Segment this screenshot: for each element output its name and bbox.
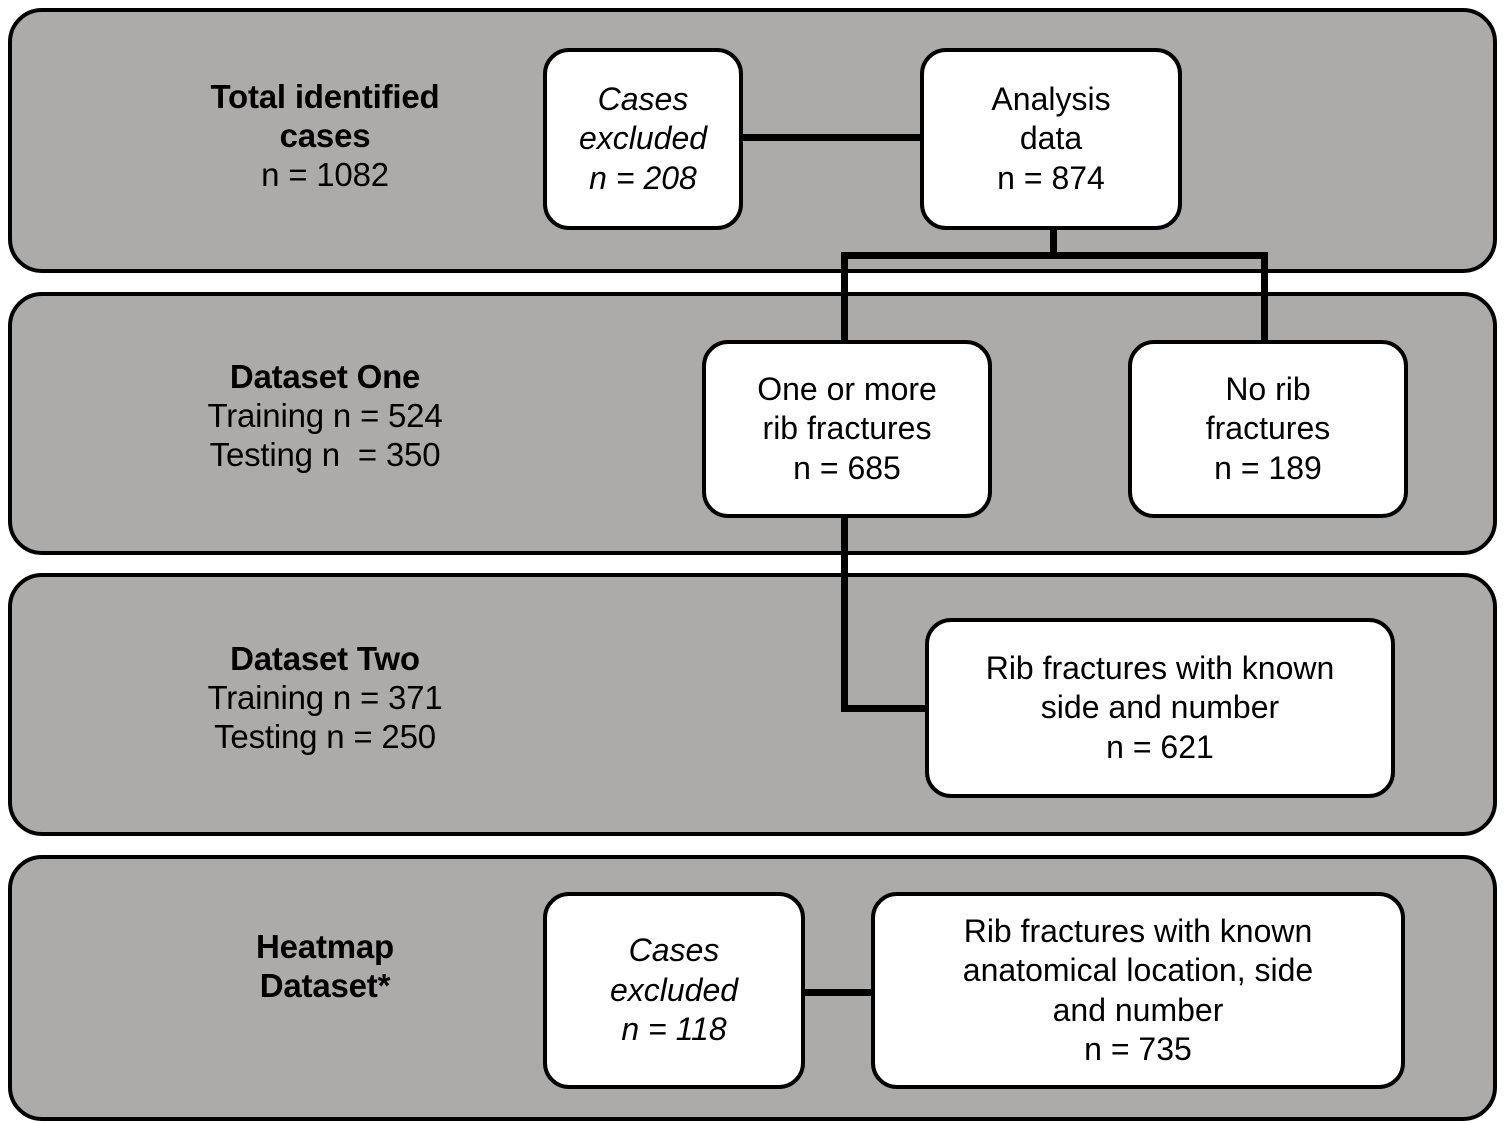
band-subtitle: Training n = 524 Testing n = 350 bbox=[207, 396, 443, 473]
node-label: Rib fractures with known anatomical loca… bbox=[962, 912, 1314, 1067]
band-subtitle: n = 1082 bbox=[261, 155, 389, 193]
node-no-rib-fractures-189: No rib fractures n = 189 bbox=[1128, 340, 1408, 518]
node-rib-fractures-side-number-621: Rib fractures with known side and number… bbox=[925, 618, 1395, 798]
node-cases-excluded-118: Cases excluded n = 118 bbox=[543, 892, 805, 1089]
band-title: Heatmap Dataset* bbox=[256, 928, 394, 1004]
node-rib-fractures-anatomical-735: Rib fractures with known anatomical loca… bbox=[871, 892, 1405, 1089]
connector-analysis-stem bbox=[1050, 228, 1057, 258]
connector-one-or-more-down bbox=[841, 514, 848, 712]
node-cases-excluded-208: Cases excluded n = 208 bbox=[543, 48, 743, 230]
connector-bus-to-no-rib bbox=[1261, 252, 1268, 344]
node-label: Analysis data n = 874 bbox=[991, 80, 1111, 196]
connector-bus-to-one-or-more bbox=[841, 252, 848, 344]
node-label: Cases excluded n = 118 bbox=[609, 932, 739, 1048]
node-label: One or more rib fractures n = 685 bbox=[757, 370, 937, 486]
node-label: No rib fractures n = 189 bbox=[1205, 370, 1331, 486]
band-label-dataset-two: Dataset Two Training n = 371 Testing n =… bbox=[130, 640, 520, 757]
band-title: Dataset Two bbox=[230, 640, 420, 677]
node-label: Rib fractures with known side and number… bbox=[985, 649, 1335, 765]
band-label-heatmap-dataset: Heatmap Dataset* bbox=[130, 928, 520, 1006]
band-subtitle: Training n = 371 Testing n = 250 bbox=[207, 678, 443, 755]
connector-excluded-to-analysis bbox=[740, 134, 926, 141]
connector-excluded118-to-anatomical bbox=[803, 989, 875, 996]
band-title: Dataset One bbox=[229, 358, 421, 395]
connector-split-bus bbox=[841, 252, 1268, 259]
band-label-dataset-one: Dataset One Training n = 524 Testing n =… bbox=[130, 358, 520, 475]
connector-one-or-more-right bbox=[841, 705, 931, 712]
node-one-or-more-rib-fractures-685: One or more rib fractures n = 685 bbox=[702, 340, 992, 518]
node-label: Cases excluded n = 208 bbox=[578, 80, 708, 196]
band-title: Total identified cases bbox=[210, 78, 440, 154]
node-analysis-data-874: Analysis data n = 874 bbox=[920, 48, 1182, 230]
band-label-total-identified-cases: Total identified cases n = 1082 bbox=[130, 78, 520, 195]
